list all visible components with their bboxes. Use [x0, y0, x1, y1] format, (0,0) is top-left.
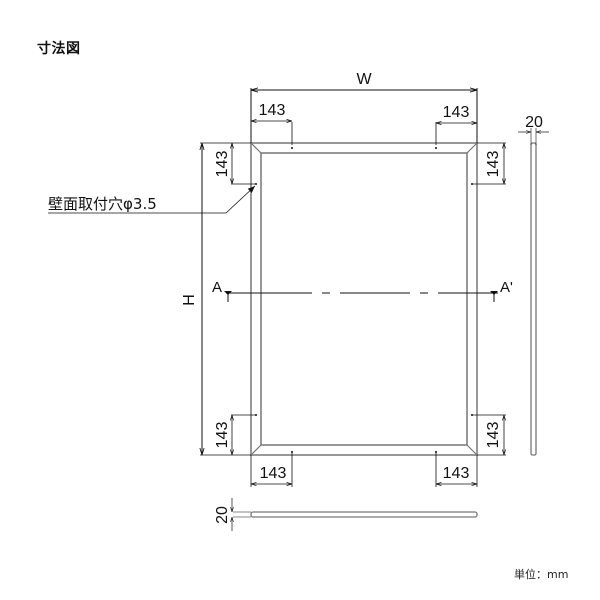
right-offset-dimensions: 143 143 [472, 142, 506, 456]
mounting-hole [291, 147, 293, 149]
svg-text:143: 143 [260, 465, 287, 482]
frame-front-view [250, 142, 478, 456]
left-offset-dimensions: 143 143 [214, 143, 256, 455]
width-label: W [356, 71, 372, 88]
top-offset-dimensions: 143 143 [251, 102, 477, 145]
mounting-hole-callout: 壁面取付穴φ3.5 [48, 185, 256, 214]
section-label-a: A [212, 279, 222, 296]
bottom-view: 20 [214, 498, 478, 531]
section-label-a-prime: A' [500, 279, 513, 296]
side-depth-label: 20 [525, 114, 543, 131]
drawing-title: 寸法図 [37, 41, 81, 57]
svg-text:143: 143 [485, 422, 502, 449]
width-dimension: W [250, 71, 478, 143]
svg-text:143: 143 [214, 422, 231, 449]
mounting-hole-label: 壁面取付穴φ3.5 [48, 195, 157, 213]
bottom-offset-dimensions: 143 143 [250, 452, 478, 487]
side-view: 20 [518, 114, 549, 456]
bottom-depth-label: 20 [214, 506, 231, 524]
svg-text:143: 143 [443, 465, 470, 482]
svg-text:143: 143 [214, 151, 231, 178]
svg-text:143: 143 [485, 151, 502, 178]
mounting-hole [435, 147, 437, 149]
svg-text:143: 143 [259, 102, 286, 119]
height-dimension: H [181, 142, 251, 456]
height-label: H [181, 294, 198, 306]
unit-label: 単位：mm [514, 568, 569, 581]
svg-text:143: 143 [443, 104, 470, 121]
section-line: A A' [212, 279, 513, 302]
